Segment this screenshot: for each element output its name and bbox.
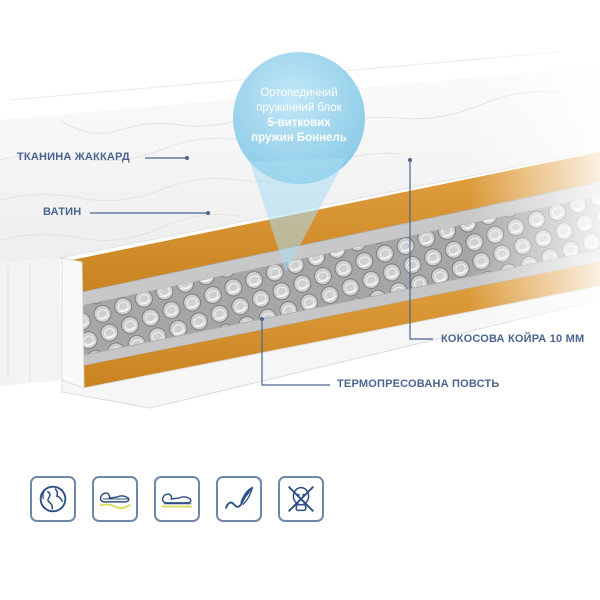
bubble-line-4: пружин Боннель — [251, 132, 347, 144]
feature-tile-breathable — [216, 476, 262, 522]
label-jacquard: ТКАНИНА ЖАККАРД — [17, 151, 130, 163]
body-support-soft-icon — [99, 492, 131, 510]
callout-lines — [90, 157, 433, 386]
feature-icons — [30, 476, 324, 522]
hypoallergenic-no-dust-mite-icon — [287, 485, 315, 513]
bubble-line-3: 5-виткових — [267, 117, 331, 129]
bubble-line-1: Ортопедичний — [260, 87, 338, 99]
breathable-feather-icon — [224, 486, 254, 509]
info-bubble — [233, 52, 365, 272]
feature-tile-eco — [30, 476, 76, 522]
feature-tile-support-firm — [154, 476, 200, 522]
bubble-line-2: пружинний блок — [256, 102, 342, 114]
bubble-text: Ортопедичний пружинний блок 5-виткових п… — [236, 86, 362, 146]
feature-tile-hypoallergenic — [278, 476, 324, 522]
label-felt: ТЕРМОПРЕСОВАНА ПОВСТЬ — [337, 378, 500, 390]
label-coir: КОКОСОВА КОЙРА 10 ММ — [441, 333, 585, 345]
label-batting: ВАТИН — [43, 206, 82, 218]
globe-eco-icon — [39, 485, 67, 513]
feature-tile-support-soft — [92, 476, 138, 522]
body-support-firm-icon — [161, 493, 193, 508]
